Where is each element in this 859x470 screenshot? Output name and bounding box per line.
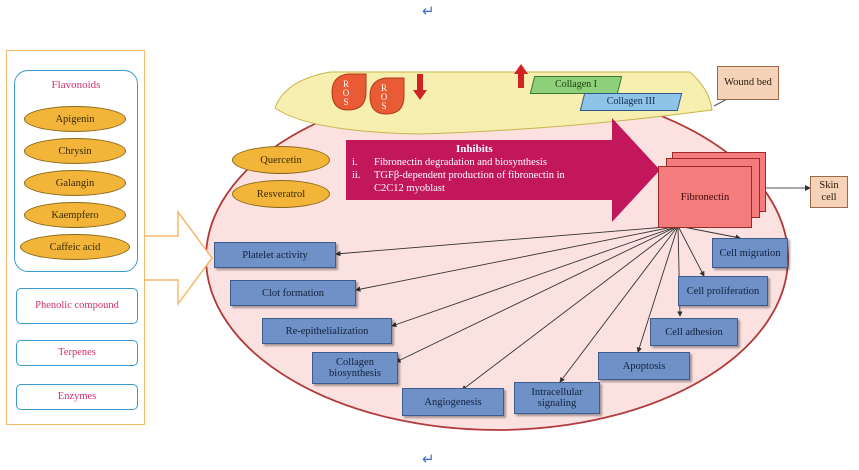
flavonoid-kaempfero: Kaempfero bbox=[24, 202, 126, 228]
ros-drops bbox=[331, 73, 405, 115]
collagen1-label: Collagen I bbox=[555, 79, 597, 90]
inhibits-title: Inhibits bbox=[456, 143, 493, 155]
flavonoid-caffeic-acid: Caffeic acid bbox=[20, 234, 130, 260]
effect-collagen-biosynthesis: Collagen biosynthesis bbox=[312, 352, 398, 384]
effect-cell-adhesion: Cell adhesion bbox=[650, 318, 738, 346]
effect-apoptosis: Apoptosis bbox=[598, 352, 690, 380]
return-marker-top: ↵ bbox=[422, 2, 435, 20]
category-terpenes: Terpenes bbox=[16, 340, 138, 366]
effect-cell-migration: Cell migration bbox=[712, 238, 788, 268]
category-enzymes: Enzymes bbox=[16, 384, 138, 410]
skin-cell-box: Skin cell bbox=[810, 176, 848, 208]
flavonoids-title: Flavonoids bbox=[51, 79, 101, 91]
effect-cell-proliferation: Cell proliferation bbox=[678, 276, 768, 306]
category-phenolic: Phenolic compound bbox=[16, 288, 138, 324]
collagen3-tag: Collagen III bbox=[579, 93, 683, 111]
effect-intracellular-signaling: Intracellular signaling bbox=[514, 382, 600, 414]
flavonoid-galangin: Galangin bbox=[24, 170, 126, 196]
down-arrow bbox=[413, 74, 427, 100]
compound-resveratrol: Resveratrol bbox=[232, 180, 330, 208]
compound-quercetin: Quercetin bbox=[232, 146, 330, 174]
wound-bed-box: Wound bed bbox=[717, 66, 779, 100]
collagen1-tag: Collagen I bbox=[529, 76, 623, 94]
effect-re-epithelialization: Re-epithelialization bbox=[262, 318, 392, 344]
ros-label-1: R O S bbox=[342, 79, 350, 107]
inhibits-item1-num: i. bbox=[352, 157, 358, 168]
hollow-arrow bbox=[142, 209, 213, 307]
inhibits-item2-num: ii. bbox=[352, 170, 361, 181]
effect-clot-formation: Clot formation bbox=[230, 280, 356, 306]
inhibits-item2: TGFβ-dependent production of fibronectin… bbox=[374, 170, 565, 181]
return-marker-bottom: ↵ bbox=[422, 450, 435, 468]
flavonoid-apigenin: Apigenin bbox=[24, 106, 126, 132]
inhibits-item2-cont: C2C12 myoblast bbox=[374, 183, 445, 194]
ros-drop-1 bbox=[331, 73, 367, 111]
collagen3-label: Collagen III bbox=[606, 96, 656, 107]
effect-angiogenesis: Angiogenesis bbox=[402, 388, 504, 416]
ros-label-2: R O S bbox=[380, 83, 388, 111]
flavonoid-chrysin: Chrysin bbox=[24, 138, 126, 164]
up-arrow bbox=[514, 64, 528, 88]
ros-drop-2 bbox=[369, 77, 405, 115]
effect-platelet-activity: Platelet activity bbox=[214, 242, 336, 268]
inhibits-item1: Fibronectin degradation and biosynthesis bbox=[374, 157, 547, 168]
inhibits-arrow bbox=[346, 118, 660, 222]
fibronectin-card: Fibronectin bbox=[658, 166, 752, 228]
